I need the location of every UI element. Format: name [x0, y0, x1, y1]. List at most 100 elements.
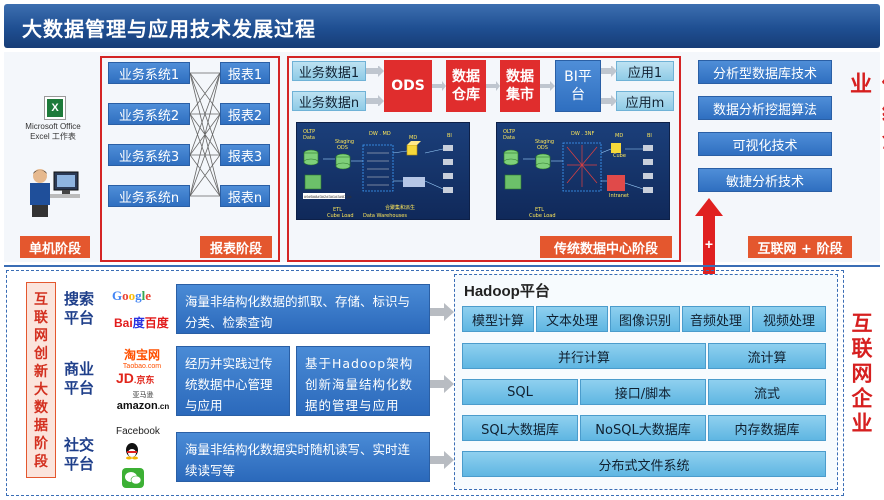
arrows-to-ods — [366, 66, 384, 106]
hadoop-streaming: 流式 — [708, 379, 826, 405]
svg-text:#9#5#8#3#2#3#1#3#87 pk: #9#5#8#3#2#3#1#3#87 pk — [304, 194, 352, 199]
hadoop-dfs: 分布式文件系统 — [462, 451, 826, 477]
svg-text:Cube: Cube — [613, 153, 626, 159]
hadoop-parallel-compute: 并行计算 — [462, 343, 706, 369]
mart-box: 数据集市 — [500, 60, 540, 112]
svg-text:DW . 3NF: DW . 3NF — [571, 131, 594, 137]
plus-sign: + — [704, 236, 714, 252]
svg-text:Intranet: Intranet — [609, 193, 629, 199]
svg-text:DW . MD: DW . MD — [369, 131, 391, 137]
tech-analytic-db: 分析型数据库技术 — [698, 60, 832, 84]
page-title: 大数据管理与应用技术发展过程 — [22, 17, 316, 41]
hadoop-image-recognition: 图像识别 — [610, 306, 680, 332]
search-platform-text: 搜索平台 — [64, 290, 95, 327]
warehouse-label: 数据仓库 — [452, 69, 480, 103]
dw-3nf-diagram-image: OLTP Data Staging ODS DW . 3NF MD BI Cub… — [496, 122, 670, 220]
report-2: 报表2 — [220, 103, 270, 125]
hadoop-sql: SQL — [462, 379, 578, 405]
report-1: 报表1 — [220, 62, 270, 84]
excel-icon: X — [44, 96, 66, 120]
svg-text:MD: MD — [409, 135, 417, 141]
report-connection-lines — [190, 72, 220, 197]
svg-text:Cube Load: Cube Load — [327, 213, 354, 219]
stage-dw-label: 传统数据中心阶段 — [540, 236, 672, 258]
internet-stage-label-box — [26, 282, 56, 478]
tech-mining-algo: 数据分析挖掘算法 — [698, 96, 832, 120]
biz-system-n: 业务系统n — [108, 185, 190, 207]
svg-text:Staging: Staging — [535, 139, 554, 145]
search-platform-desc: 海量非结构化数据的抓取、存储、标识与分类、检索查询 — [176, 284, 430, 334]
report-stage-frame — [100, 56, 280, 262]
hadoop-stream-compute: 流计算 — [708, 343, 826, 369]
hadoop-title: Hadoop平台 — [464, 283, 550, 300]
stage-internet-label: 互联网 + 阶段 — [748, 236, 852, 258]
side-traditional-enterprise: 传统企业 — [846, 72, 884, 156]
svg-text:Cube Load: Cube Load — [529, 213, 556, 219]
stage-report-label: 报表阶段 — [200, 236, 272, 258]
social-platform-text: 社交平台 — [64, 436, 95, 473]
svg-text:Data: Data — [303, 135, 315, 141]
person-at-computer-image — [24, 164, 86, 218]
svg-text:Staging: Staging — [335, 139, 354, 145]
ods-box: ODS — [384, 60, 432, 112]
biz-system-1: 业务系统1 — [108, 62, 190, 84]
social-platform-desc: 海量非结构化数据实时随机读写、实时连续读写等 — [176, 432, 430, 482]
section-divider — [4, 265, 880, 267]
facebook-logo: Facebook — [116, 426, 160, 437]
hadoop-text-processing: 文本处理 — [536, 306, 608, 332]
bi-box: BI平台 — [555, 60, 601, 112]
google-logo: Google — [112, 288, 152, 303]
title-bar: 大数据管理与应用技术发展过程 — [4, 4, 880, 48]
dw1-oltp-label: OLTP — [303, 129, 315, 135]
biz-system-2: 业务系统2 — [108, 103, 190, 125]
search-platform-label: 搜索平台 — [64, 290, 100, 328]
arrows-to-hadoop — [430, 303, 454, 469]
bi-label: BI平台 — [564, 69, 592, 103]
hadoop-interface-script: 接口/脚本 — [580, 379, 706, 405]
qq-icon — [124, 442, 140, 460]
svg-text:ETL: ETL — [333, 207, 342, 213]
amazon-logo: 亚马逊 amazon.cn — [116, 392, 170, 412]
internet-section-frame — [6, 270, 844, 496]
taobao-logo: 淘宝网 Taobao.com — [122, 348, 162, 370]
tech-agile-analysis: 敏捷分析技术 — [698, 168, 832, 192]
svg-text:Data: Data — [503, 135, 515, 141]
biz-data-1: 业务数据1 — [292, 61, 366, 81]
hadoop-video-processing: 视频处理 — [752, 306, 826, 332]
biz-data-n: 业务数据n — [292, 91, 366, 111]
svg-text:OLTP: OLTP — [503, 129, 515, 135]
svg-text:ODS: ODS — [337, 145, 348, 151]
hadoop-model-compute: 模型计算 — [462, 306, 534, 332]
hadoop-nosql-bigdb: NoSQL大数据库 — [580, 415, 706, 441]
dw-md-diagram-image: OLTP Data Staging ODS DW . MD MD BI 合聚集和… — [296, 122, 470, 220]
warehouse-box: 数据仓库 — [446, 60, 486, 112]
hadoop-audio-processing: 音频处理 — [682, 306, 750, 332]
svg-text:MD: MD — [615, 133, 623, 139]
hadoop-memory-db: 内存数据库 — [708, 415, 826, 441]
commerce-platform-desc-2: 基于Hadoop架构创新海量结构化数据的管理与应用 — [296, 346, 430, 416]
svg-text:Data Warehouses: Data Warehouses — [363, 213, 407, 219]
svg-text:合聚集和派生: 合聚集和派生 — [385, 204, 415, 211]
svg-text:BI: BI — [447, 133, 452, 139]
mart-label: 数据集市 — [506, 69, 534, 103]
dw-stage-frame — [287, 56, 681, 262]
jd-logo: JD.京东 — [116, 370, 155, 386]
excel-label: Microsoft Office Excel 工作表 — [25, 122, 81, 141]
commerce-platform-desc-1: 经历并实践过传统数据中心管理与应用 — [176, 346, 290, 416]
commerce-platform-label: 商业平台 — [64, 360, 100, 398]
svg-text:BI: BI — [647, 133, 652, 139]
pipeline-arrows — [432, 81, 555, 91]
wechat-icon — [122, 468, 144, 488]
commerce-platform-text: 商业平台 — [64, 360, 95, 397]
report-3: 报表3 — [220, 144, 270, 166]
arrows-to-apps — [601, 66, 617, 106]
biz-system-3: 业务系统3 — [108, 144, 190, 166]
social-platform-label: 社交平台 — [64, 436, 100, 474]
baidu-logo: Bai度百度 — [114, 316, 169, 330]
upward-red-arrow — [695, 198, 723, 278]
hadoop-sql-bigdb: SQL大数据库 — [462, 415, 578, 441]
report-n: 报表n — [220, 185, 270, 207]
svg-text:ODS: ODS — [537, 145, 548, 151]
svg-text:ETL: ETL — [535, 207, 544, 213]
side-internet-enterprise: 互联网企业 — [849, 312, 873, 437]
